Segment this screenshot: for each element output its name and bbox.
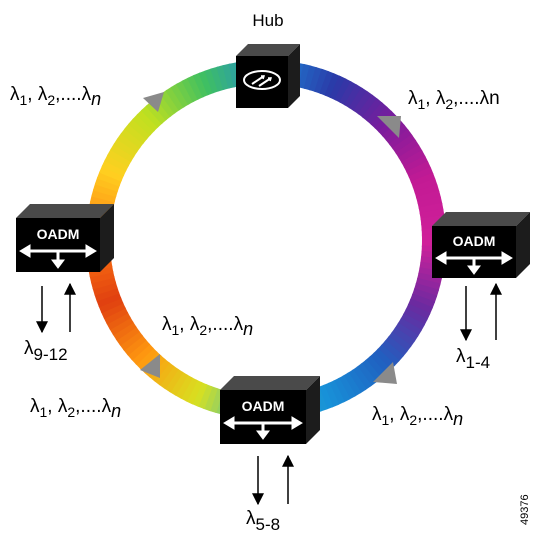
ring-direction-arrow-bottom-right xyxy=(373,362,397,384)
add-drop-icon xyxy=(223,416,303,440)
left-drop-add-arrows xyxy=(36,282,76,334)
oadm-node-left: OADM xyxy=(16,204,114,272)
oadm-label: OADM xyxy=(242,398,285,414)
bottom-drop-add-arrows xyxy=(252,454,294,506)
wavelength-label-inner: λ1, λ2,....λn xyxy=(162,314,253,339)
oadm-label: OADM xyxy=(453,233,496,249)
ring-direction-arrow-bottom-left xyxy=(140,354,160,378)
hub-node xyxy=(236,44,300,108)
wavelength-label-bottom-right: λ1, λ2,....λn xyxy=(372,404,463,429)
ring-direction-arrow-top-right xyxy=(377,116,401,138)
figure-id: 49376 xyxy=(519,494,531,525)
hub-icon xyxy=(243,70,281,90)
oadm-node-right: OADM xyxy=(432,212,530,278)
bottom-drop-wavelength: λ5-8 xyxy=(246,508,280,534)
wavelength-label-top-left: λ1, λ2,....λn xyxy=(10,84,101,109)
oadm-node-bottom: OADM xyxy=(220,376,320,444)
ring-direction-arrow-top-left xyxy=(143,92,164,112)
wavelength-label-bottom-left: λ1, λ2,....λn xyxy=(30,396,121,421)
add-drop-icon xyxy=(435,251,513,275)
right-drop-wavelength: λ1-4 xyxy=(456,346,490,372)
left-drop-wavelength: λ9-12 xyxy=(24,338,68,364)
hub-label: Hub xyxy=(252,11,283,30)
oadm-label: OADM xyxy=(37,226,80,242)
add-drop-icon xyxy=(19,244,97,269)
wavelength-label-top-right: λ1, λ2,....λn xyxy=(408,88,500,112)
right-drop-add-arrows xyxy=(460,282,502,342)
